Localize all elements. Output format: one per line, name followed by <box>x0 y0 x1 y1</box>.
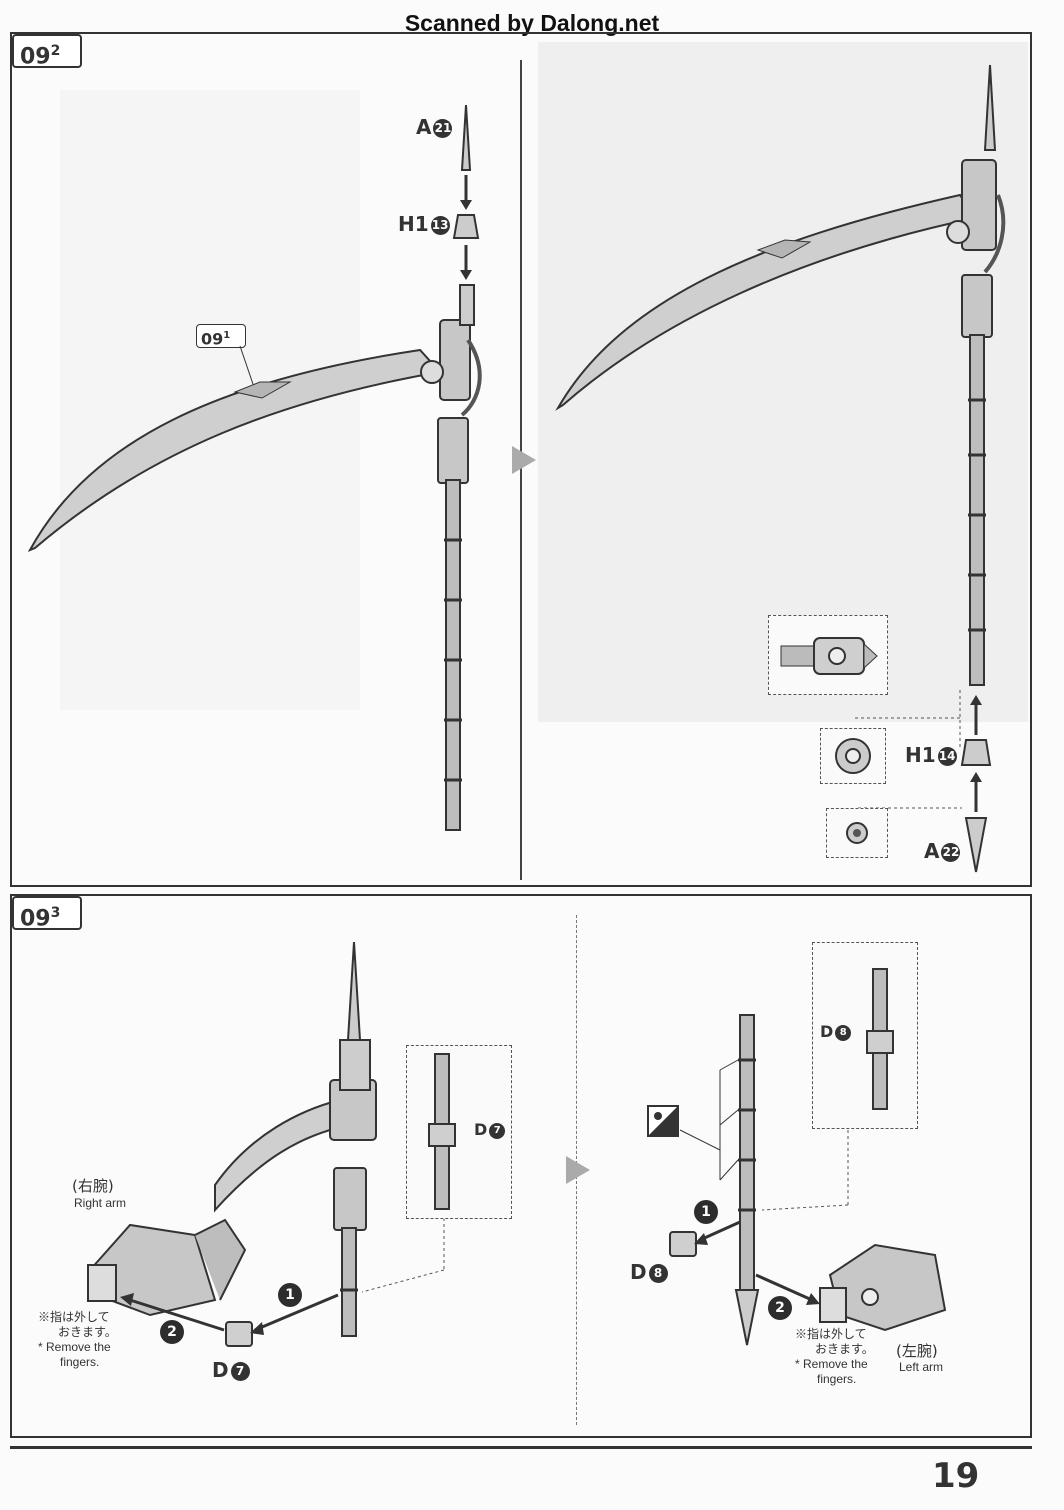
detail-d8-illustration <box>866 968 894 1110</box>
detail-box-head <box>768 615 888 695</box>
detail-d7-illustration <box>428 1053 456 1210</box>
step-badge-2-right: 2 <box>768 1296 792 1320</box>
page-number: 19 <box>932 1456 980 1496</box>
ghost-image-right <box>538 42 1028 722</box>
step-sub: 3 <box>50 905 61 921</box>
step-badge-2-left: 2 <box>160 1320 184 1344</box>
detail-a22-illustration <box>846 822 868 844</box>
remove-fingers-note-left: ※指は外して おきます。 * Remove the fingers. <box>38 1310 117 1369</box>
step-number: 09 <box>20 44 51 70</box>
step-number: 09 <box>20 906 51 932</box>
remove-fingers-note-right: ※指は外して おきます。 * Remove the fingers. <box>795 1327 874 1386</box>
right-arm-label-en: Right arm <box>74 1196 127 1210</box>
step-badge-1-right: 1 <box>694 1200 718 1224</box>
step-panel-09-2 <box>10 32 1032 887</box>
step-label-09-2: 092 <box>12 34 82 70</box>
footer-rule <box>10 1446 1032 1449</box>
left-arm-label-jp: (左腕) <box>896 1342 938 1360</box>
step-sub: 2 <box>50 43 61 59</box>
detail-box-d8 <box>812 942 918 1129</box>
detail-head-illustration <box>780 637 878 675</box>
scan-credit: Scanned by Dalong.net <box>404 10 660 36</box>
detail-box-a22 <box>826 808 888 858</box>
step-label-09-3: 093 <box>12 896 82 932</box>
detail-h1-illustration <box>835 738 871 774</box>
left-arm-label-en: Left arm <box>899 1360 944 1374</box>
step-panel-09-3 <box>10 894 1032 1438</box>
detail-box-h1-14 <box>820 728 886 784</box>
step-badge-1-left: 1 <box>278 1283 302 1307</box>
panel-divider <box>520 60 522 880</box>
ref-label-09-1: 091 <box>196 324 246 348</box>
right-arm-label-jp: (右腕) <box>72 1177 114 1195</box>
